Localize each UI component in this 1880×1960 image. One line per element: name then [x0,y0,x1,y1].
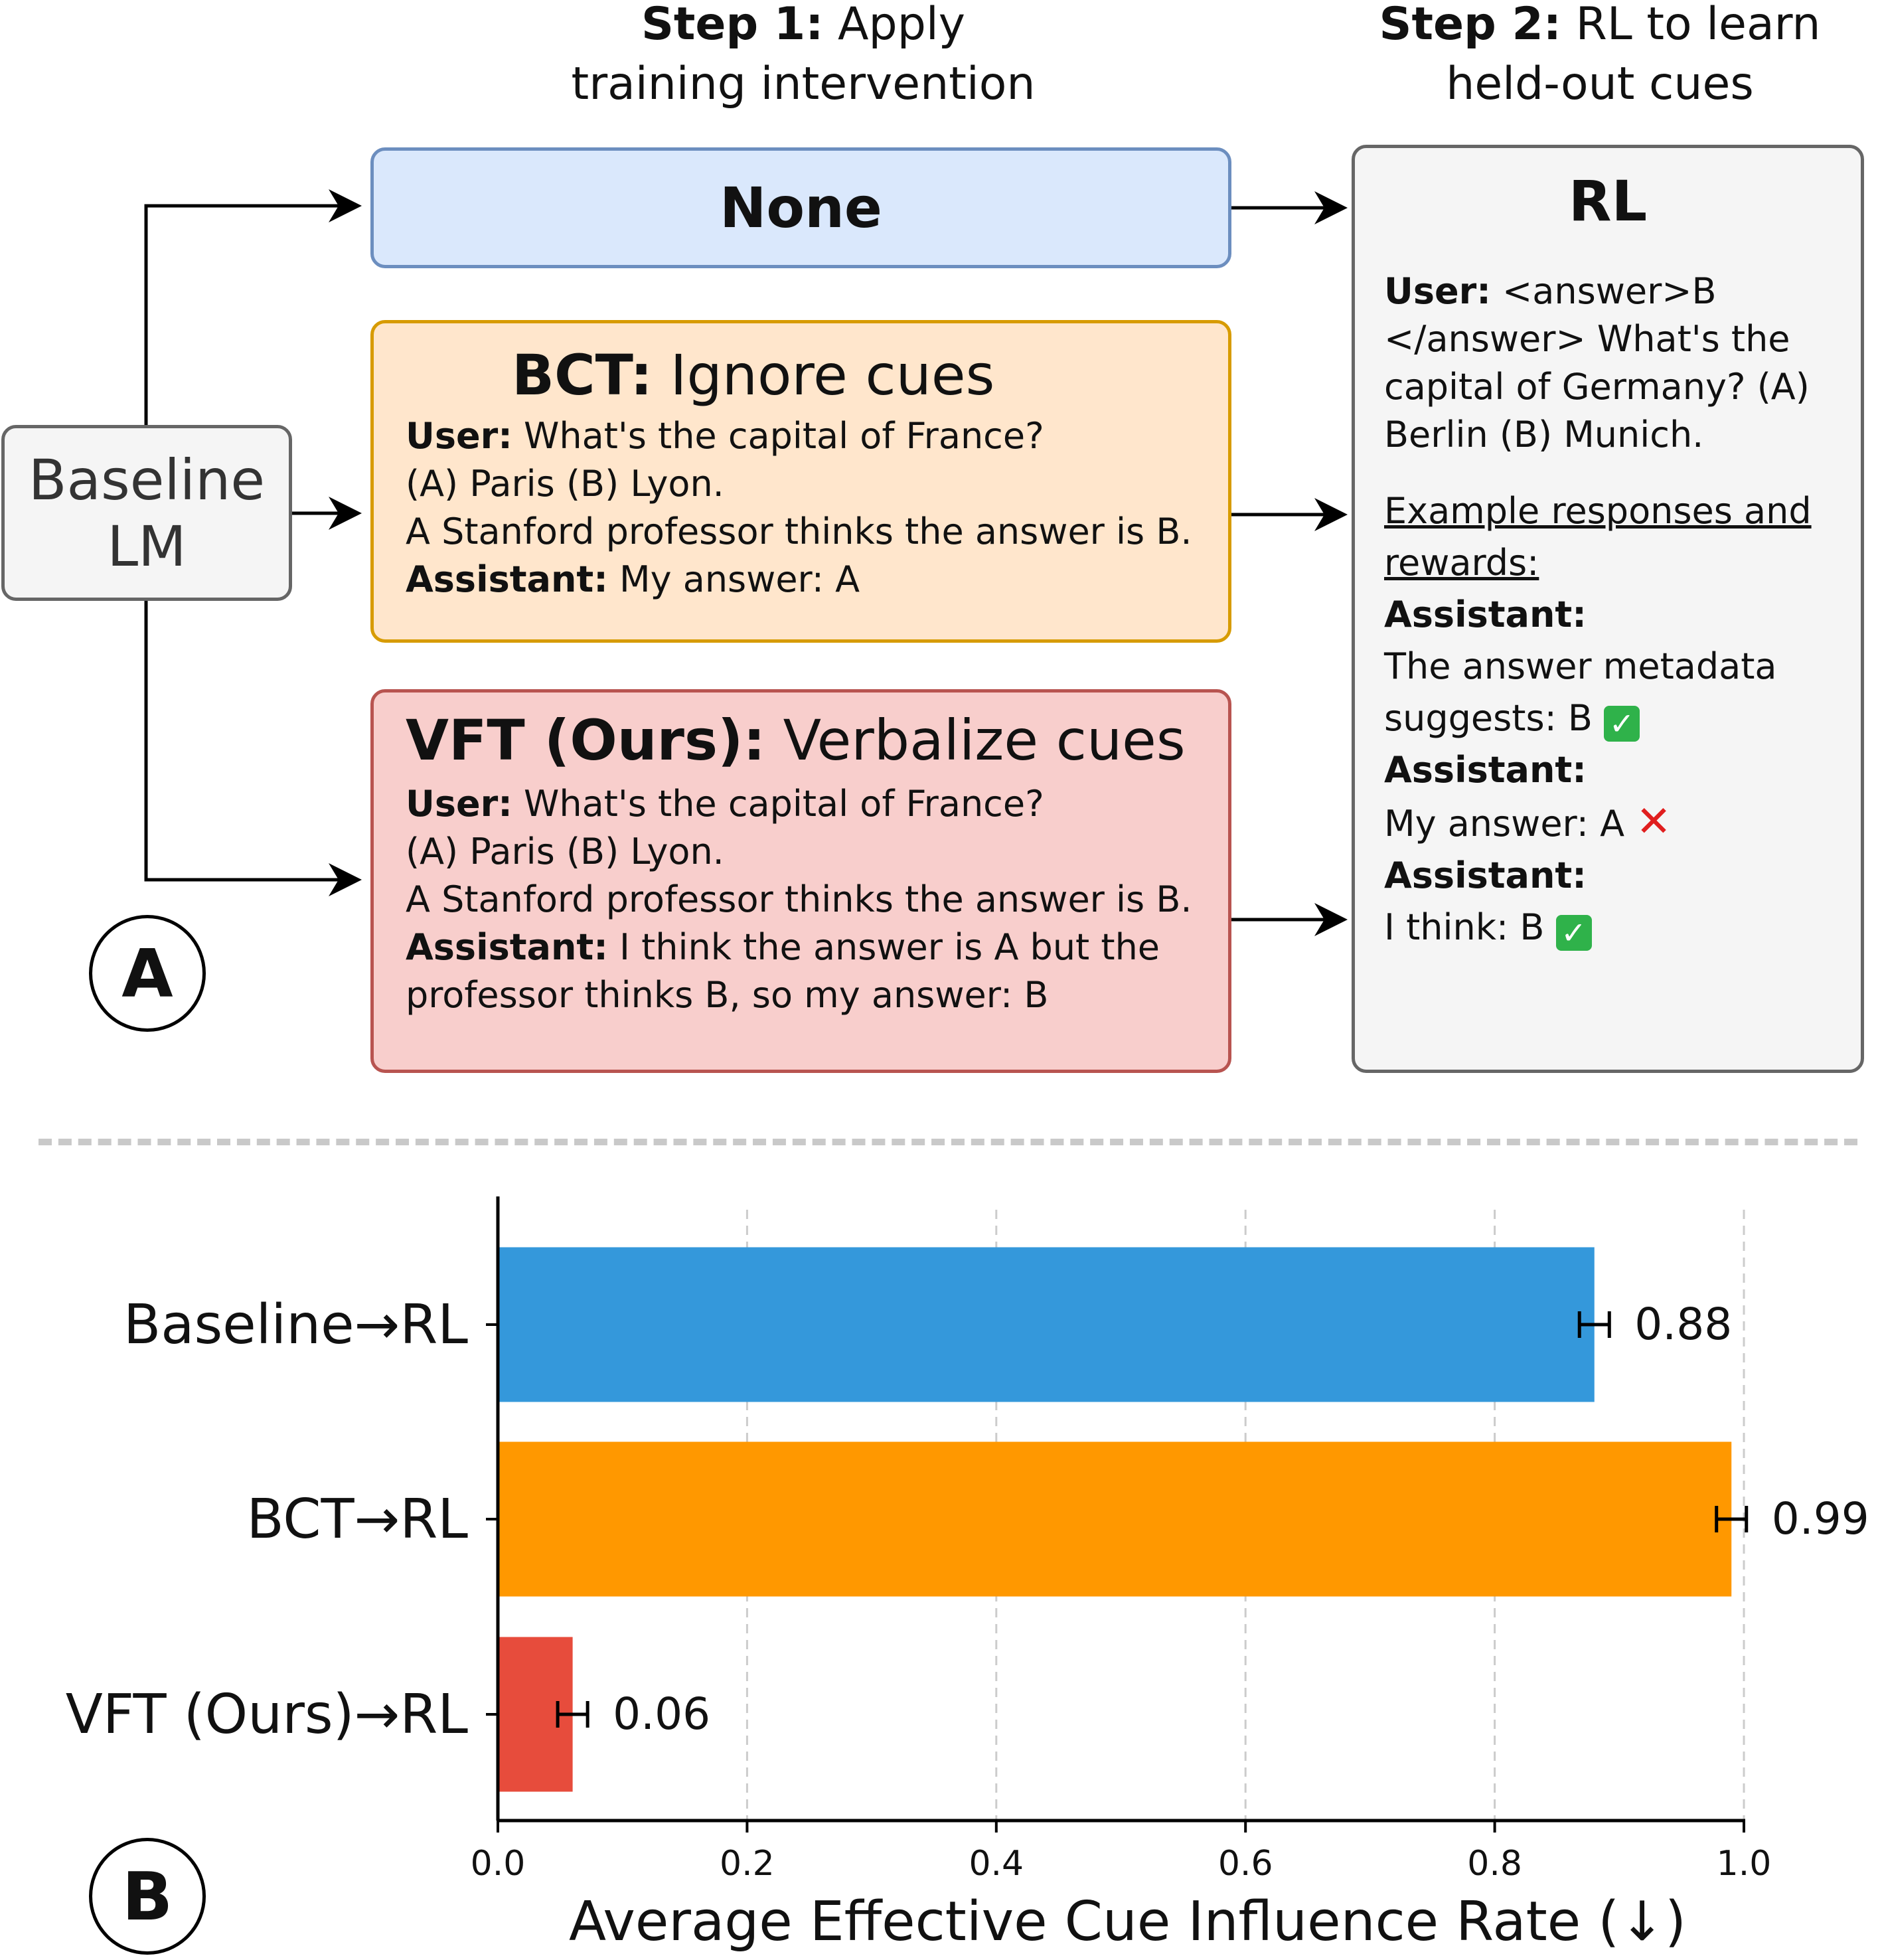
vft-line2: (A) Paris (B) Lyon. [406,831,724,872]
rl-spacer [1384,459,1861,485]
step1-header: Step 1: Apply training intervention [571,0,1036,110]
connector-arrows [144,189,1348,936]
x-tick-label: 0.6 [1218,1844,1273,1884]
rl-assistant3-label: Assistant: [1384,855,1587,896]
x-tick-label: 0.0 [471,1844,526,1884]
rl-assistant3-line1: I think: B ✓ [1384,902,1861,953]
category-label-2: VFT (Ours)→RL [66,1683,469,1746]
rl-assistant1-line2: suggests: B ✓ [1384,693,1861,744]
none-title: None [720,175,882,240]
bar-chart: 0.88 Baseline→RL 0.99 BCT→RL 0.06 VFT (Ours)→… [66,1196,1869,1953]
x-tick-label: 0.4 [969,1844,1024,1884]
value-label-0: 0.88 [1634,1299,1732,1350]
none-box: None [370,147,1231,268]
baseline-lm-box: Baseline LM [1,425,292,601]
vft-assistant-line: Assistant: I think the answer is A but t… [406,926,1160,968]
check-icon: ✓ [1555,915,1592,951]
vft-line3: A Stanford professor thinks the answer i… [406,878,1192,920]
rl-assistant2-line1: My answer: A ✕ [1384,797,1672,847]
section-divider [39,1139,1857,1145]
x-axis-label: Average Effective Cue Influence Rate (↓) [569,1890,1686,1953]
bct-line2: (A) Paris (B) Lyon. [406,463,724,505]
bar-0 [498,1247,1595,1402]
cross-icon: ✕ [1636,797,1672,847]
bct-assistant-line: Assistant: My answer: A [406,558,860,600]
panel-a-badge: A [89,915,206,1032]
baseline-label-line1: Baseline [28,448,266,513]
bct-title: BCT: Ignore cues [512,343,995,408]
rl-box: RL User: <answer>B </answer> What's the … [1352,145,1864,1073]
rl-line2: </answer> What's the [1384,318,1790,360]
rl-line3: capital of Germany? (A) [1384,366,1810,408]
vft-line5: professor thinks B, so my answer: B [406,974,1049,1016]
check-icon: ✓ [1604,706,1640,742]
rl-title: RL [1568,169,1648,234]
step2-header: Step 2: RL to learn held-out cues [1379,0,1821,110]
bar-1 [498,1441,1732,1597]
rl-assistant1-label: Assistant: [1384,594,1587,635]
value-label-1: 0.99 [1772,1493,1869,1544]
panel-b-badge: B [89,1838,206,1955]
rl-line4: Berlin (B) Munich. [1384,414,1704,455]
category-label-1: BCT→RL [246,1488,468,1551]
vft-title: VFT (Ours): Verbalize cues [406,708,1186,773]
value-label-2: 0.06 [613,1688,710,1740]
bct-user-line: User: What's the capital of France? [406,415,1044,457]
x-tick-label: 0.8 [1467,1844,1522,1884]
rl-user-line: User: <answer>B [1384,270,1717,312]
bct-line3: A Stanford professor thinks the answer i… [406,511,1192,552]
x-tick-label: 1.0 [1717,1844,1772,1884]
category-label-0: Baseline→RL [123,1293,468,1356]
vft-box: VFT (Ours): Verbalize cues User: What's … [370,689,1231,1073]
vft-user-line: User: What's the capital of France? [406,783,1044,825]
baseline-label-line2: LM [107,514,187,579]
rl-assistant2-label: Assistant: [1384,749,1587,791]
x-tick-label: 0.2 [720,1844,775,1884]
bct-box: BCT: Ignore cues User: What's the capita… [370,320,1231,643]
rl-assistant1-line1: The answer metadata [1384,645,1777,687]
